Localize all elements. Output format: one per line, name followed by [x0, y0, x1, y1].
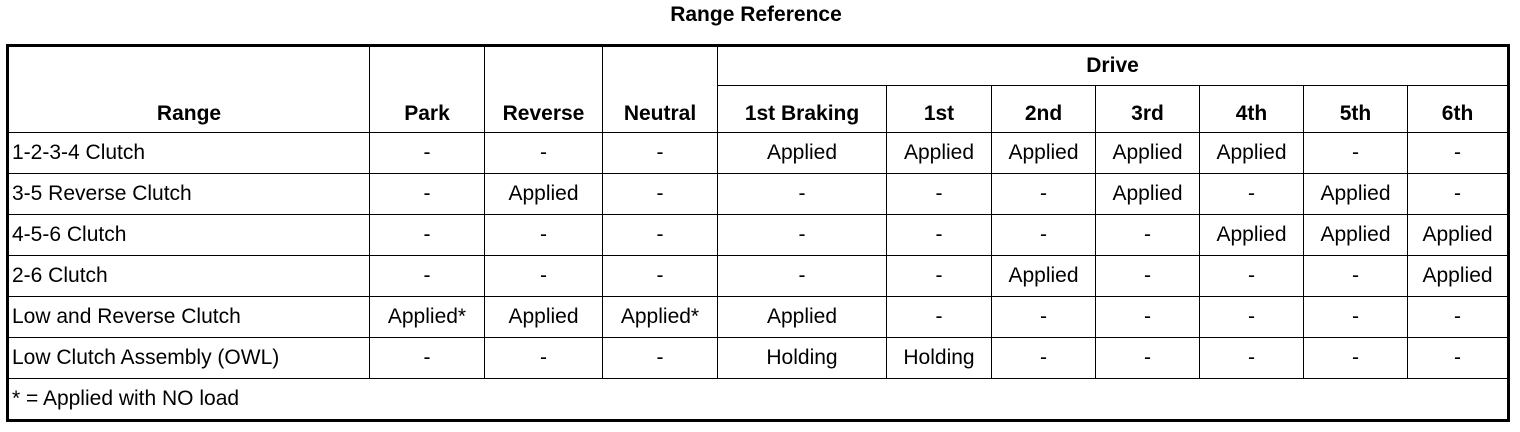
table-cell: - — [991, 214, 1096, 256]
column-header-range: Range — [7, 45, 370, 133]
table-cell: - — [1406, 296, 1510, 338]
range-reference-table: Range Park Reverse Neutral Drive 1st Bra… — [6, 44, 1511, 422]
table-cell: - — [369, 132, 485, 174]
column-group-drive: Drive — [716, 45, 1510, 86]
table-cell: - — [886, 255, 992, 297]
table-cell: - — [1199, 173, 1304, 215]
table-cell: Applied* — [369, 296, 485, 338]
table-cell: - — [1303, 337, 1408, 379]
table-cell: - — [602, 132, 718, 174]
table-cell: - — [1406, 337, 1510, 379]
table-cell: - — [369, 173, 485, 215]
table-cell: - — [1095, 214, 1200, 256]
table-cell: Applied* — [602, 296, 718, 338]
table-cell: - — [1095, 337, 1200, 379]
table-row: 2-6 Clutch-----Applied---Applied — [7, 255, 1510, 297]
column-header-drive-gear: 3rd — [1095, 85, 1200, 133]
table-cell: Applied — [1095, 132, 1200, 174]
row-label: Low Clutch Assembly (OWL) — [7, 337, 370, 379]
column-header-drive-gear: 6th — [1406, 85, 1510, 133]
table-cell: - — [717, 255, 887, 297]
column-header-park: Park — [369, 45, 485, 133]
table-cell: - — [369, 337, 485, 379]
table-cell: Applied — [1406, 214, 1510, 256]
table-cell: Applied — [1303, 173, 1408, 215]
table-cell: - — [1199, 255, 1304, 297]
table-cell: Applied — [991, 255, 1096, 297]
table-cell: - — [717, 173, 887, 215]
table-cell: Applied — [484, 173, 603, 215]
table-cell: Holding — [717, 337, 887, 379]
table-cell: - — [1199, 337, 1304, 379]
footnote: * = Applied with NO load — [6, 378, 1510, 421]
table-cell: - — [484, 337, 603, 379]
column-header-drive-gear: 1st — [886, 85, 992, 133]
table-cell: - — [1095, 255, 1200, 297]
column-header-drive-gear: 1st Braking — [717, 85, 887, 133]
row-label: 4-5-6 Clutch — [7, 214, 370, 256]
header-row-drive: 1st Braking 1st 2nd 3rd 4th 5th 6th — [8, 85, 1510, 133]
table-row: 3-5 Reverse Clutch-Applied----Applied-Ap… — [7, 173, 1510, 215]
table-cell: - — [886, 296, 992, 338]
table-cell: - — [484, 132, 603, 174]
table-cell: - — [1095, 296, 1200, 338]
table-cell: - — [602, 337, 718, 379]
table-cell: Applied — [1406, 255, 1510, 297]
table-cell: Applied — [1303, 214, 1408, 256]
table-cell: - — [1406, 132, 1510, 174]
row-label: 3-5 Reverse Clutch — [7, 173, 370, 215]
footnote-row: * = Applied with NO load — [6, 378, 1510, 421]
table-cell: - — [886, 214, 992, 256]
table-cell: Applied — [886, 132, 992, 174]
row-label: 1-2-3-4 Clutch — [7, 132, 370, 174]
table-cell: - — [991, 337, 1096, 379]
table-cell: - — [369, 214, 485, 256]
table-cell: - — [1303, 255, 1408, 297]
table-cell: - — [602, 255, 718, 297]
column-header-drive-gear: 5th — [1303, 85, 1408, 133]
table-cell: - — [484, 214, 603, 256]
table-cell: - — [1406, 173, 1510, 215]
table-cell: Applied — [1095, 173, 1200, 215]
table-cell: Applied — [991, 132, 1096, 174]
table-cell: Holding — [886, 337, 992, 379]
row-label: 2-6 Clutch — [7, 255, 370, 297]
table-cell: - — [991, 296, 1096, 338]
table-cell: Applied — [717, 132, 887, 174]
table-cell: - — [602, 173, 718, 215]
table-cell: - — [717, 214, 887, 256]
table-cell: - — [886, 173, 992, 215]
table-cell: Applied — [717, 296, 887, 338]
row-label: Low and Reverse Clutch — [7, 296, 370, 338]
table-cell: - — [602, 214, 718, 256]
table-cell: Applied — [484, 296, 603, 338]
table-cell: - — [1303, 132, 1408, 174]
column-header-reverse: Reverse — [484, 45, 603, 133]
table-cell: - — [1303, 296, 1408, 338]
table-cell: - — [1199, 296, 1304, 338]
table-cell: Applied — [1199, 132, 1304, 174]
table-cell: - — [369, 255, 485, 297]
header-row-top: Range Park Reverse Neutral Drive — [7, 45, 1510, 133]
column-header-neutral: Neutral — [602, 45, 718, 133]
table-title: Range Reference — [670, 3, 842, 26]
column-header-drive-gear: 2nd — [991, 85, 1096, 133]
table-cell: - — [991, 173, 1096, 215]
table-cell: - — [484, 255, 603, 297]
column-header-drive-gear: 4th — [1199, 85, 1304, 133]
table-cell: Applied — [1199, 214, 1304, 256]
